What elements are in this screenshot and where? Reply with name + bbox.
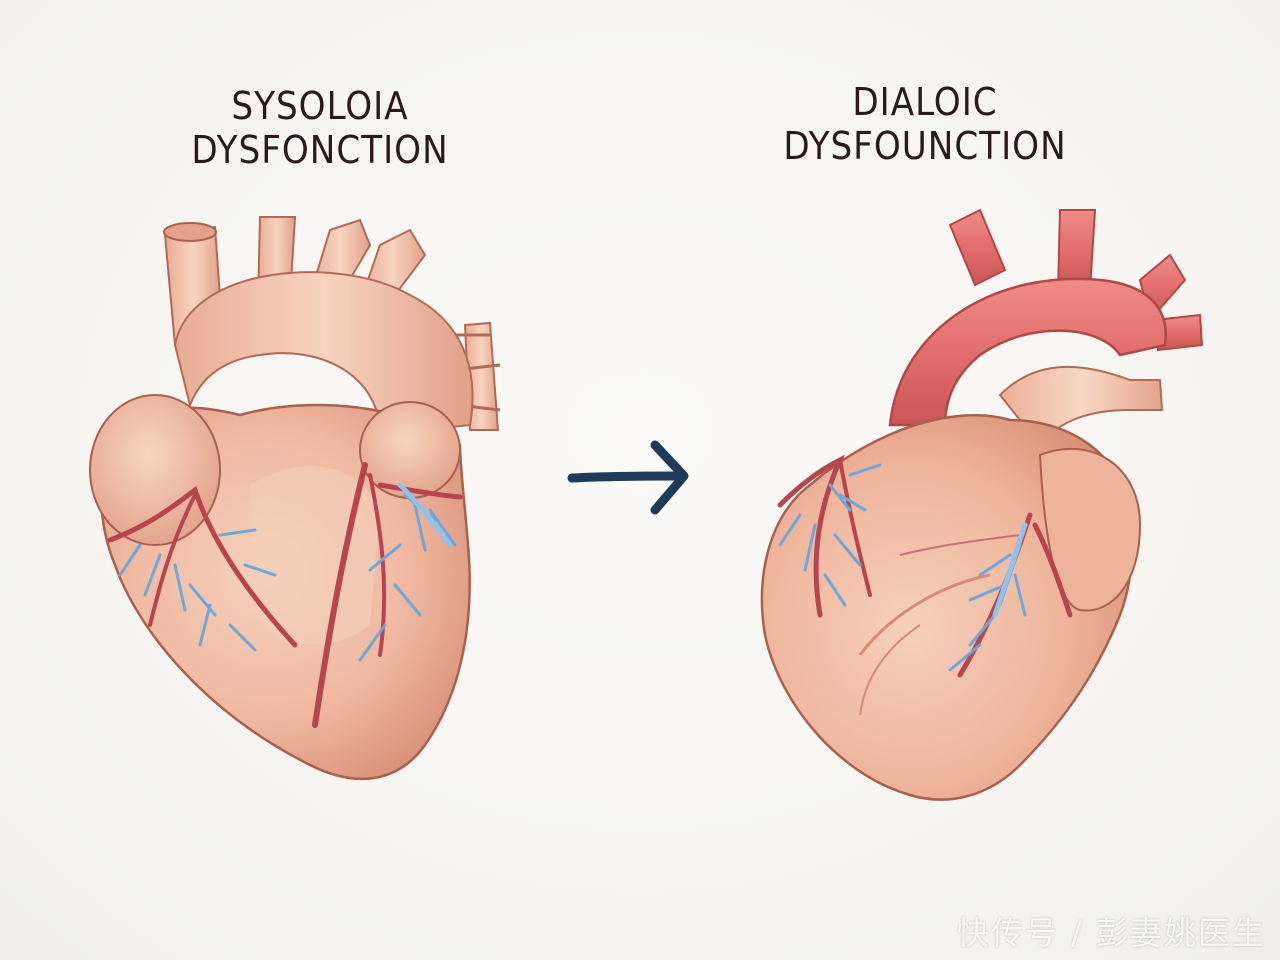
right-heart-body [760, 414, 1134, 801]
left-vein-branches [118, 493, 457, 662]
left-heart-label-line1: SYSOLOIA [231, 84, 409, 128]
right-aortic-arch [888, 277, 1167, 427]
right-artery-main [777, 454, 846, 618]
left-heart-label-line2: DYSFONCTION [191, 128, 449, 172]
left-artery-right [312, 462, 368, 728]
right-aorta-branch-1 [948, 208, 1007, 287]
left-artery-main [107, 485, 298, 648]
left-heart-label: SYSOLOIA DYSFONCTION [170, 84, 470, 172]
right-heart-label: DIALOIC DYSFOUNCTION [775, 80, 1075, 168]
right-heart-illustration [760, 208, 1204, 801]
watermark-text: 快传号 / 彭妻姚医生 [956, 914, 1266, 952]
left-aortic-arch [173, 271, 474, 437]
right-heart-label-line1: DIALOIC [852, 80, 998, 124]
left-atrium-left [89, 394, 221, 546]
right-heart-label-line2: DYSFOUNCTION [783, 124, 1067, 168]
right-arrow-icon [567, 440, 689, 515]
left-heart-illustration [89, 216, 501, 780]
right-atrium-left [359, 401, 461, 499]
